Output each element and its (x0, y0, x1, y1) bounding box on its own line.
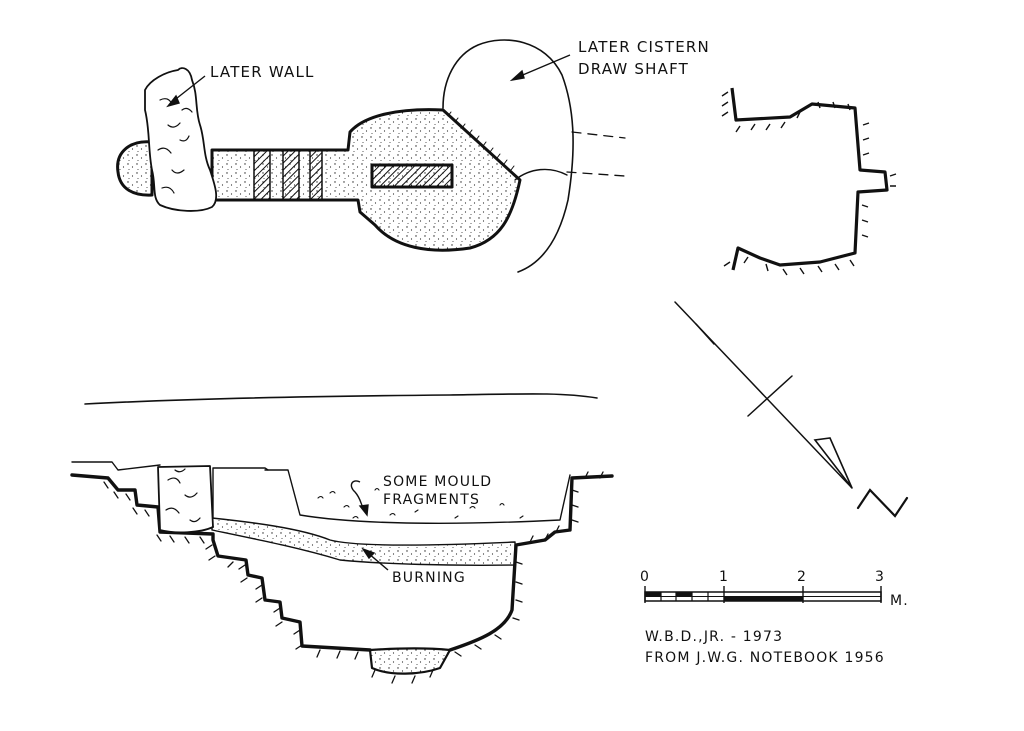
hatched-block-2 (282, 149, 300, 201)
hatched-block-3 (309, 149, 323, 201)
cut-profile (70, 473, 614, 652)
section-ground-hatch (103, 471, 604, 684)
mould-specks (317, 487, 524, 519)
credit-author: W.B.D.,JR. - 1973 (645, 629, 784, 645)
detail-profile (730, 87, 889, 271)
section-leaders (350, 480, 389, 571)
label-later-wall: LATER WALL (210, 63, 315, 81)
dashed-line-upper (571, 131, 626, 139)
scale-tick-0: 0 (640, 569, 651, 585)
north-arrow-graphic (674, 301, 909, 518)
label-draw-shaft: DRAW SHAFT (578, 60, 689, 78)
cistern-outline (442, 39, 574, 273)
ground-line-left (71, 461, 161, 471)
section-wall-texture (165, 468, 201, 523)
plan-leaders (166, 54, 571, 108)
detail-ground-hatch (721, 91, 897, 276)
plan-chamber (210, 108, 522, 252)
burning-layer (211, 517, 516, 566)
label-some-mould: SOME MOULD (383, 474, 493, 490)
cross-section (70, 393, 614, 684)
plan-view (116, 39, 626, 273)
label-burning: BURNING (392, 570, 466, 586)
section-interior (212, 467, 269, 519)
plan-west-end (116, 140, 154, 197)
surface-line (84, 393, 598, 405)
hatched-block-1 (253, 149, 271, 201)
scale-bar-graphic (644, 586, 882, 603)
scale-tick-1: 1 (719, 569, 730, 585)
later-wall-section (157, 465, 214, 534)
hatched-rectangle (370, 163, 454, 189)
detail-section (721, 87, 897, 276)
mould-fill (264, 469, 571, 524)
scale-tick-3: 3 (875, 569, 886, 585)
label-fragments: FRAGMENTS (383, 492, 481, 508)
wall-stone-texture (157, 98, 193, 194)
credit-source: FROM J.W.G. NOTEBOOK 1956 (645, 650, 885, 666)
scale-tick-2: 2 (797, 569, 808, 585)
dashed-line-lower (566, 171, 626, 177)
later-wall-plan (144, 67, 218, 212)
north-letter-glyph (856, 488, 909, 518)
scale-unit: M. (890, 593, 909, 609)
base-lens (368, 647, 452, 675)
label-later-cistern: LATER CISTERN (578, 38, 710, 56)
cut-ticks (447, 111, 515, 171)
cistern-inner-curve (514, 168, 568, 181)
